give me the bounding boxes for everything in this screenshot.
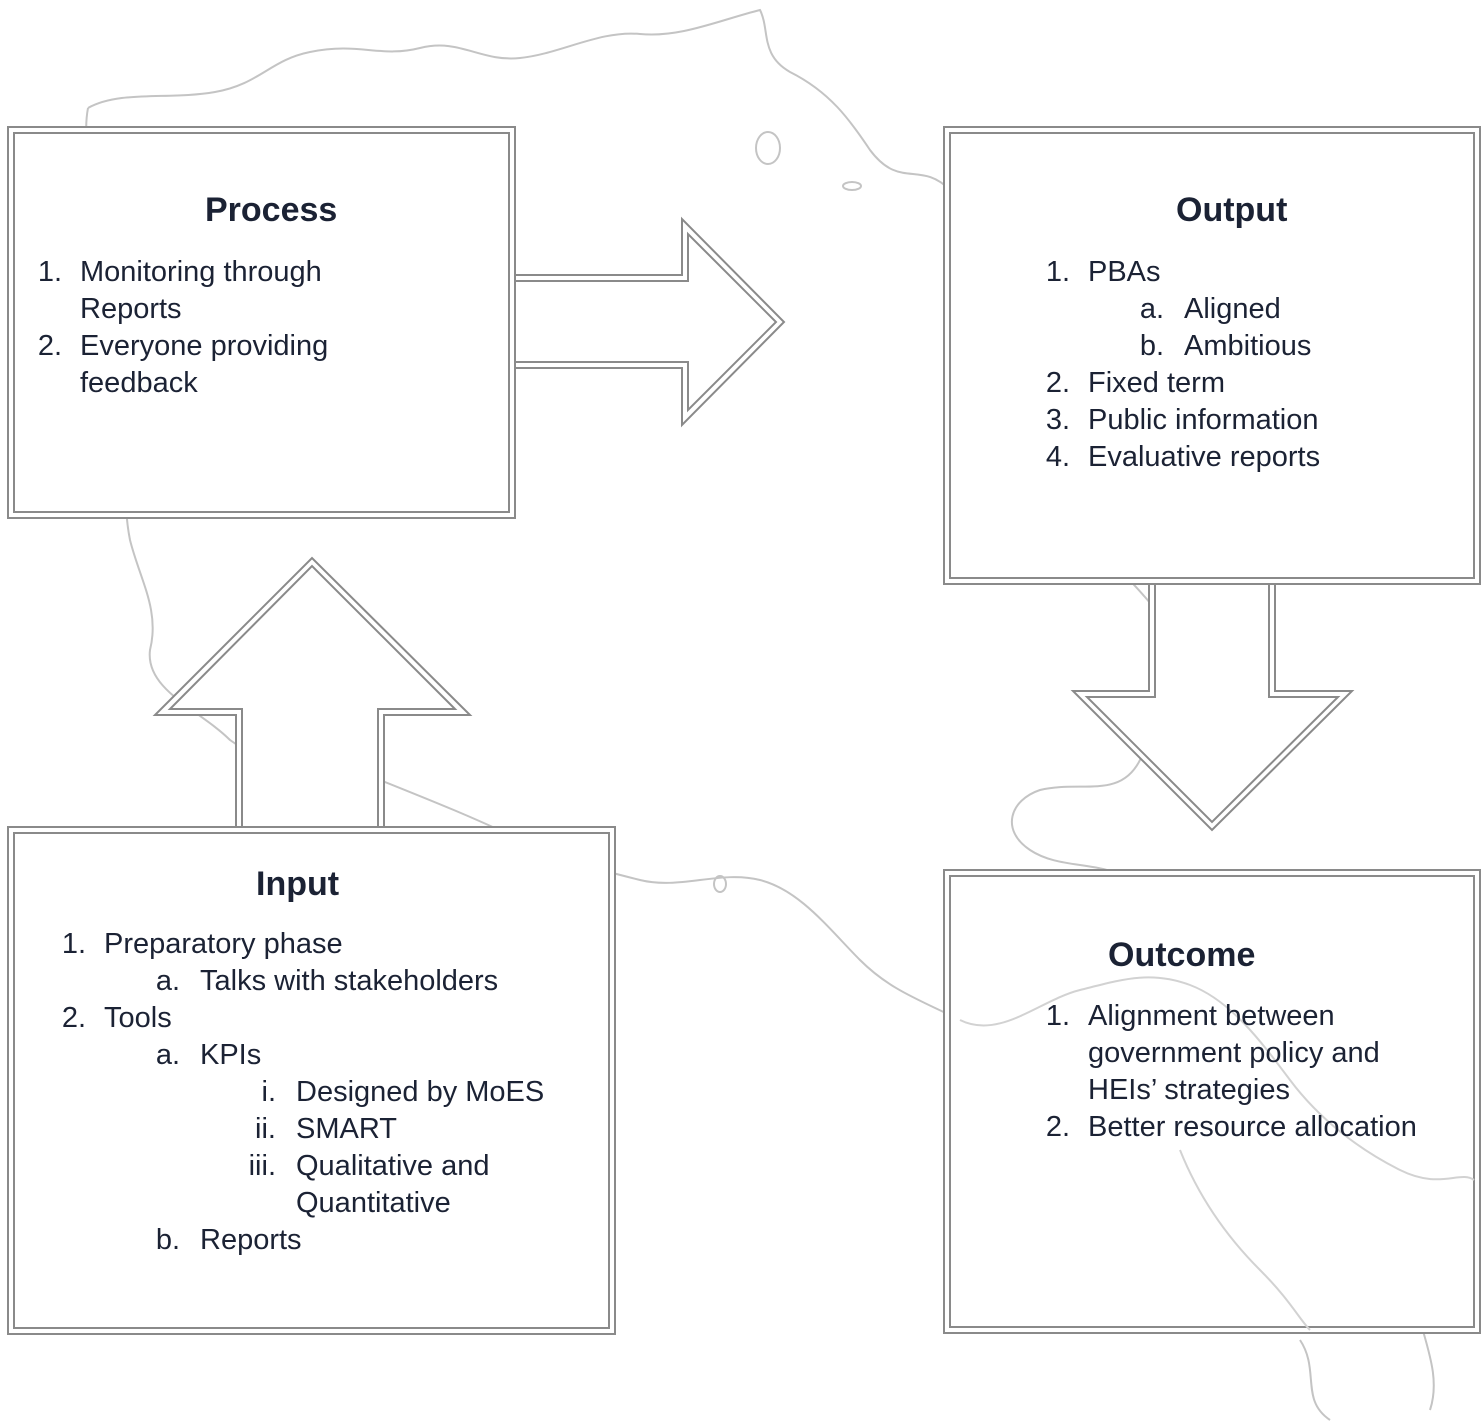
process-box — [7, 126, 516, 519]
process-item-2-line-2: feedback — [80, 367, 198, 399]
input-title: Input — [256, 865, 340, 903]
input-item-2a-iii-line-1: Qualitative and — [296, 1150, 490, 1182]
output-item-4-number: 4. — [1045, 441, 1070, 473]
input-item-2a-i-text: Designed by MoES — [296, 1076, 545, 1108]
input-item-2a-ii-numeral: ii. — [255, 1113, 276, 1145]
outcome-item-2-number: 2. — [1045, 1111, 1070, 1143]
process-title: Process — [205, 191, 338, 229]
outcome-item-1-number: 1. — [1045, 1000, 1070, 1032]
input-item-2b-text: Reports — [200, 1224, 302, 1256]
output-item-2-number: 2. — [1045, 367, 1070, 399]
output-item-3-number: 3. — [1045, 404, 1070, 436]
input-item-2-text: Tools — [104, 1002, 172, 1034]
output-item-1b-text: Ambitious — [1184, 330, 1312, 362]
input-item-1-number: 1. — [61, 928, 86, 960]
map-outline-overlay — [959, 976, 1475, 1331]
input-item-2b-letter: b. — [155, 1224, 180, 1256]
outcome-title: Outcome — [1108, 936, 1256, 974]
process-item-1-number: 1. — [37, 256, 62, 288]
output-item-1a-text: Aligned — [1184, 293, 1281, 325]
output-item-1b-letter: b. — [1139, 330, 1164, 362]
input-item-2a-letter: a. — [155, 1039, 180, 1071]
input-item-2a-text: KPIs — [200, 1039, 262, 1071]
input-item-2a-iii-line-2: Quantitative — [296, 1187, 451, 1219]
output-item-2-text: Fixed term — [1088, 367, 1225, 399]
outcome-box — [943, 869, 1481, 1334]
input-item-1a-letter: a. — [155, 965, 180, 997]
arrow-input-to-process — [152, 556, 473, 833]
outcome-item-1-line-1: Alignment between — [1088, 1000, 1335, 1032]
process-item-1-line-2: Reports — [80, 293, 182, 325]
input-item-1-text: Preparatory phase — [104, 928, 343, 960]
input-item-2a-iii-numeral: iii. — [248, 1150, 276, 1182]
process-item-1-line-1: Monitoring through — [80, 256, 322, 288]
input-item-1a-text: Talks with stakeholders — [200, 965, 499, 997]
input-item-2a-i-numeral: i. — [261, 1076, 277, 1108]
process-item-2-line-1: Everyone providing — [80, 330, 329, 362]
output-item-3-text: Public information — [1088, 404, 1319, 436]
outcome-item-2-text: Better resource allocation — [1088, 1111, 1417, 1143]
arrow-output-to-outcome — [1070, 579, 1355, 832]
output-item-1a-letter: a. — [1139, 293, 1164, 325]
outcome-item-1-line-2: government policy and — [1088, 1037, 1380, 1069]
outcome-item-1-line-3: HEIs’ strategies — [1088, 1074, 1290, 1106]
output-item-1-text: PBAs — [1088, 256, 1161, 288]
input-item-2-number: 2. — [61, 1002, 86, 1034]
output-box — [943, 126, 1481, 585]
output-item-4-text: Evaluative reports — [1088, 441, 1321, 473]
output-title: Output — [1176, 191, 1288, 229]
process-item-2-number: 2. — [37, 330, 62, 362]
input-box — [7, 826, 616, 1335]
input-item-2a-ii-text: SMART — [296, 1113, 397, 1145]
output-item-1-number: 1. — [1045, 256, 1070, 288]
arrow-process-to-output — [508, 216, 786, 428]
